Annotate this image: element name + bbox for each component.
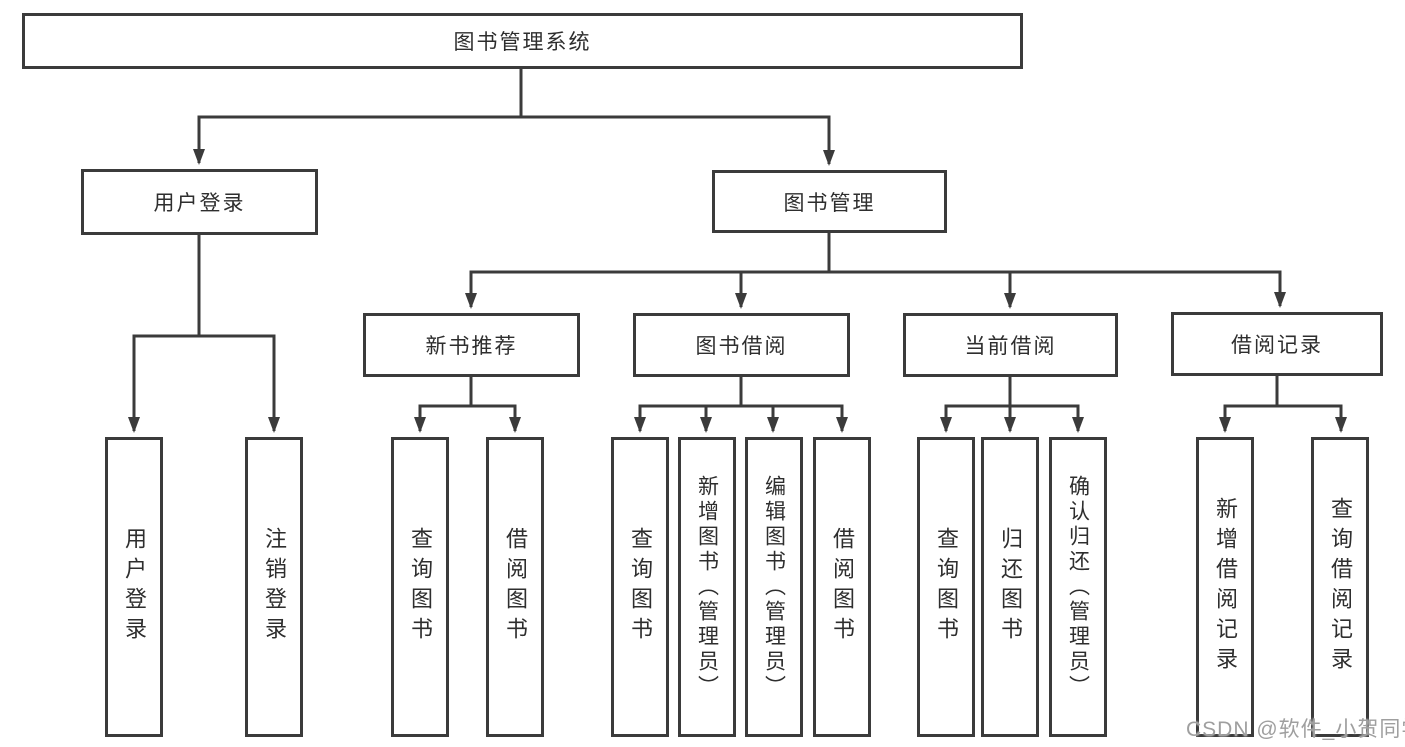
leaf-label: 用户登录: [122, 527, 147, 647]
node-current-borrow: 当前借阅: [903, 313, 1118, 377]
node-label: 新书推荐: [425, 335, 518, 358]
leaf-label: 确认归还（管理员）: [1066, 474, 1090, 700]
node-new-book-recommend: 新书推荐: [363, 313, 580, 377]
node-label: 当前借阅: [964, 335, 1057, 358]
leaf-label: 查询图书: [408, 527, 433, 647]
node-book-management: 图书管理: [712, 170, 947, 233]
leaf-logout: 注销登录: [245, 437, 303, 737]
leaf-add-books-admin: 新增图书（管理员）: [678, 437, 736, 737]
leaf-label: 借阅图书: [503, 527, 528, 647]
leaf-label: 查询图书: [628, 527, 653, 647]
leaf-query-borrow-record: 查询借阅记录: [1311, 437, 1369, 737]
leaf-return-books: 归还图书: [981, 437, 1039, 737]
leaf-label: 归还图书: [998, 527, 1023, 647]
leaf-user-login: 用户登录: [105, 437, 163, 737]
leaf-query-books-borrow: 查询图书: [611, 437, 669, 737]
leaf-label: 新增借阅记录: [1213, 497, 1238, 677]
leaf-borrow-books-recommend: 借阅图书: [486, 437, 544, 737]
node-root-library-system: 图书管理系统: [22, 13, 1023, 69]
leaf-borrow-books: 借阅图书: [813, 437, 871, 737]
node-label: 借阅记录: [1231, 334, 1323, 357]
csdn-watermark: CSDN @软件_小贺同学: [1186, 718, 1405, 741]
node-book-borrow: 图书借阅: [633, 313, 850, 377]
leaf-label: 查询图书: [934, 527, 959, 647]
leaf-edit-books-admin: 编辑图书（管理员）: [745, 437, 803, 737]
node-borrow-record: 借阅记录: [1171, 312, 1383, 376]
leaf-label: 查询借阅记录: [1328, 497, 1353, 677]
leaf-confirm-return-admin: 确认归还（管理员）: [1049, 437, 1107, 737]
leaf-label: 注销登录: [262, 527, 287, 647]
node-user-login: 用户登录: [81, 169, 318, 235]
node-label: 图书借阅: [695, 335, 788, 358]
leaf-query-books-current: 查询图书: [917, 437, 975, 737]
leaf-add-borrow-record: 新增借阅记录: [1196, 437, 1254, 737]
leaf-query-books-recommend: 查询图书: [391, 437, 449, 737]
node-label: 图书管理系统: [453, 31, 592, 54]
leaf-label: 借阅图书: [830, 527, 855, 647]
leaf-label: 新增图书（管理员）: [695, 474, 719, 700]
node-label: 图书管理: [783, 191, 876, 215]
leaf-label: 编辑图书（管理员）: [762, 474, 786, 700]
node-label: 用户登录: [153, 192, 246, 215]
